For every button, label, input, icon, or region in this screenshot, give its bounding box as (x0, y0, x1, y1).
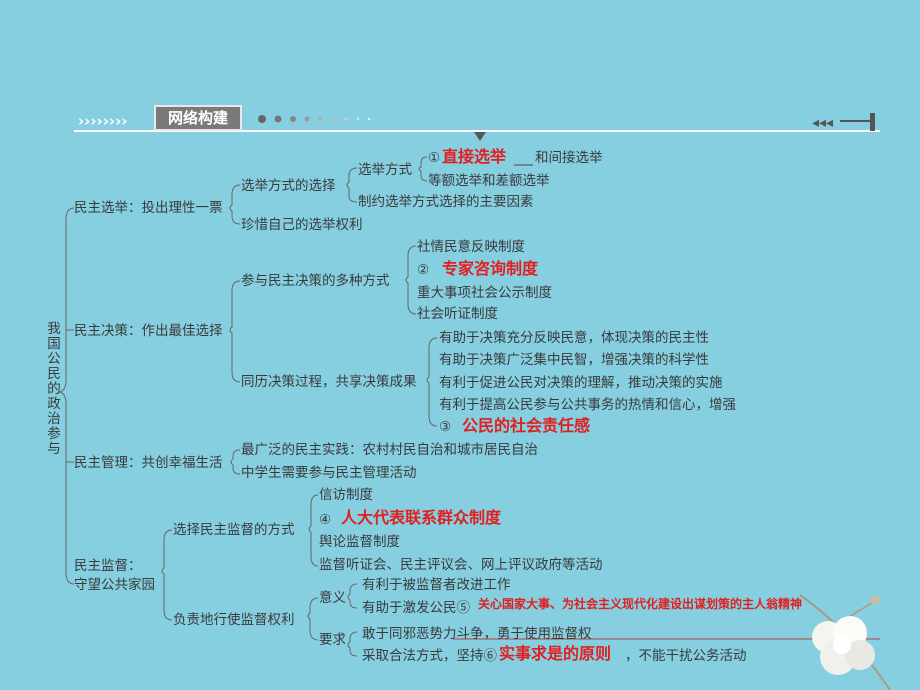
management-line-1: 最广泛的民主实践：农村村民自治和城市居民自治 (241, 442, 538, 458)
election-cherish: 珍惜自己的选举权利 (241, 217, 363, 233)
root-label: 我国公民的政治参与 (47, 321, 61, 457)
decision-process: 同历决策过程，共享决策成果 (241, 374, 417, 390)
election-method-2: 等额选举和差额选举 (428, 173, 550, 189)
branch-election: 民主选举：投出理性一票 (74, 200, 223, 216)
supervision-way-4: 监督听证会、民主评议会、网上评议政府等活动 (319, 557, 603, 573)
answer-2-marker: ② (417, 262, 430, 278)
election-choice: 选举方式的选择 (241, 178, 336, 194)
supervision-choose: 选择民主监督的方式 (173, 522, 295, 538)
decision-point-4: 有利于提高公民参与公共事务的热情和信心，增强 (439, 397, 736, 413)
decision-point-2: 有助于决策广泛集中民智，增强决策的科学性 (439, 352, 709, 368)
branch-supervision-2: 守望公共家园 (74, 577, 155, 593)
management-line-2: 中学生需要参与民主管理活动 (241, 465, 417, 481)
answer-2: 专家咨询制度 (442, 259, 539, 278)
requirement-2-rest: ，不能干扰公务活动 (625, 648, 747, 664)
decision-method-a: 社情民意反映制度 (417, 239, 525, 255)
branch-decision: 民主决策：作出最佳选择 (74, 323, 223, 339)
branch-supervision-1: 民主监督： (74, 558, 142, 574)
election-factors: 制约选举方式选择的主要因素 (358, 194, 534, 210)
meaning-1: 有利于被监督者改进工作 (362, 577, 511, 593)
cotton-flower-decoration (799, 594, 891, 690)
answer-5: 关心国家大事、为社会主义现代化建设出谋划策的主人翁精神 (478, 597, 803, 611)
svg-text:››››››››: ›››››››› (78, 112, 127, 130)
answer-4: 人大代表联系群众制度 (341, 508, 502, 527)
decision-point-3: 有利于促进公民对决策的理解，推动决策的实施 (439, 375, 723, 391)
section-title: 网络构建 (154, 105, 242, 131)
requirement-1: 敢于同邪恶势力斗争，勇于使用监督权 (362, 626, 592, 642)
answer-3: 公民的社会责任感 (462, 416, 591, 435)
election-method: 选举方式 (358, 162, 412, 178)
answer-6: 实事求是的原则 (499, 644, 612, 663)
supervision-meaning: 意义 (319, 590, 346, 606)
supervision-require: 要求 (319, 632, 346, 648)
supervision-way-1: 信访制度 (319, 487, 373, 503)
branch-management: 民主管理：共创幸福生活 (74, 455, 223, 471)
supervision-exercise: 负责地行使监督权利 (173, 612, 295, 628)
answer-1: 直接选举 (442, 147, 507, 166)
header-bar: ›››››››› ◂◂◂ (74, 112, 880, 141)
decision-methods: 参与民主决策的多种方式 (241, 273, 390, 289)
answer-3-marker: ③ (439, 419, 452, 435)
meaning-2: 有助于激发公民⑤ (362, 600, 470, 616)
decision-method-d: 社会听证制度 (417, 306, 498, 322)
requirement-2: 采取合法方式，坚持⑥ (362, 648, 497, 664)
election-method-1-rest: 和间接选举 (535, 150, 603, 166)
answer-1-marker: ① (428, 150, 441, 166)
supervision-way-3: 舆论监督制度 (319, 534, 400, 550)
decision-point-1: 有助于决策充分反映民意，体现决策的民主性 (439, 330, 709, 346)
answer-4-marker: ④ (319, 512, 332, 528)
svg-text:◂◂◂: ◂◂◂ (812, 115, 833, 131)
decision-method-c: 重大事项社会公示制度 (417, 285, 552, 301)
